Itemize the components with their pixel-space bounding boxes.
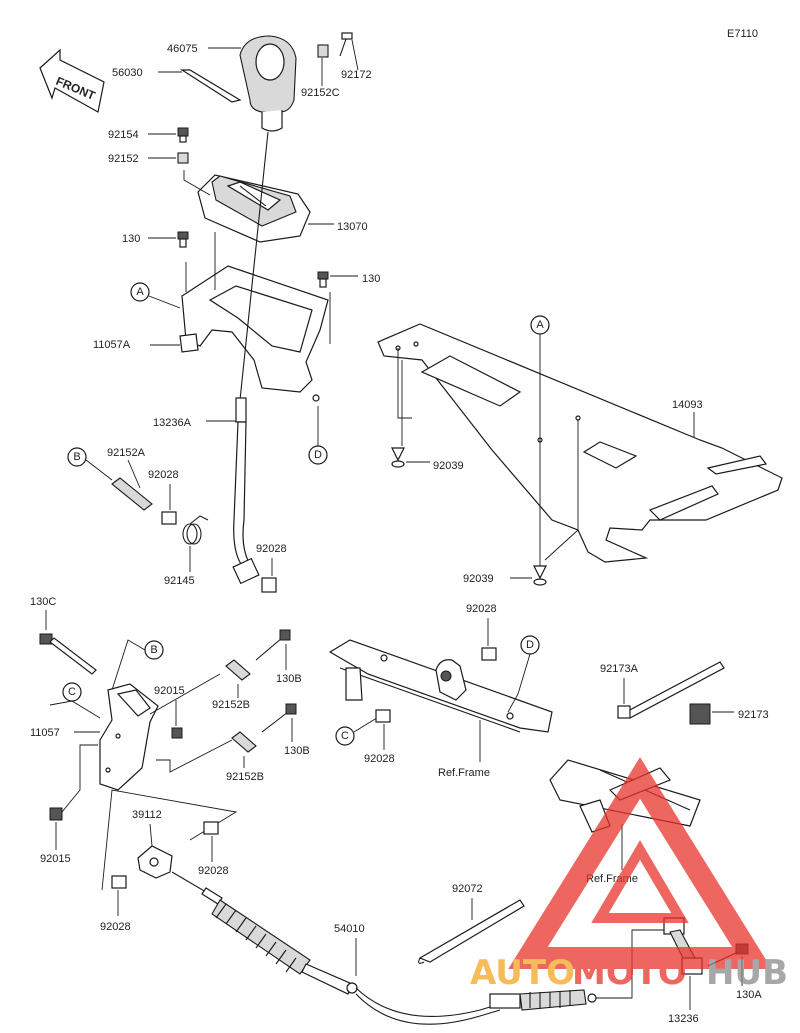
svg-text:D: D [526, 639, 534, 651]
bolt-130B-a [255, 629, 291, 661]
label-11057A: 11057A [93, 339, 131, 351]
ref-frame-center [328, 639, 553, 733]
bolt-130-left [177, 231, 189, 248]
label-92145: 92145 [164, 575, 195, 587]
label-92039-b: 92039 [463, 573, 494, 585]
collar-92152A [111, 477, 153, 511]
label-92015-a: 92015 [154, 685, 185, 697]
label-92028-e: 92028 [466, 603, 497, 615]
clip-92039-a [391, 447, 405, 468]
bolt-92172 [339, 32, 353, 57]
label-92028-d: 92028 [100, 921, 131, 933]
bracket-11057 [99, 683, 159, 791]
watermark-auto: AUTO [470, 953, 575, 993]
label-92152B-a: 92152B [212, 699, 250, 711]
ref-mark-b1: B [67, 447, 87, 467]
label-92028-a: 92028 [148, 469, 179, 481]
front-arrow-icon: FRONT [39, 48, 105, 113]
cable-54010 [171, 871, 597, 1025]
label-13236: 13236 [668, 1013, 699, 1025]
label-92039-a: 92039 [433, 460, 464, 472]
label-92154: 92154 [108, 129, 139, 141]
bolt-130C [39, 633, 97, 675]
collar-92152B-a [225, 659, 251, 681]
bolt-130B-b [261, 703, 297, 733]
shift-lever-13236A [232, 131, 269, 585]
diagram-code: E7110 [727, 28, 758, 40]
label-92152A: 92152A [107, 447, 146, 459]
band-92072 [418, 899, 525, 964]
collar-92152C [317, 44, 329, 58]
ref-mark-a1: A [130, 282, 150, 302]
bush-92028-d [111, 875, 127, 889]
label-130-right: 130 [362, 273, 380, 285]
bolt-92154 [177, 127, 189, 143]
label-13070: 13070 [337, 221, 368, 233]
clip-92039-b [533, 565, 547, 586]
label-92152C: 92152C [301, 87, 340, 99]
label-92028-b: 92028 [256, 543, 287, 555]
label-92152: 92152 [108, 153, 139, 165]
svg-text:C: C [341, 730, 349, 742]
spring-92145 [182, 515, 209, 545]
ref-mark-a2: A [530, 315, 550, 335]
watermark-triangle-icon [508, 757, 772, 969]
ref-mark-d1: D [308, 445, 328, 465]
bush-92028-f [375, 709, 391, 723]
bracket-11057A [179, 265, 329, 402]
svg-text:C: C [68, 686, 76, 698]
watermark-hub: HUB [706, 953, 788, 993]
bush-92028-c [203, 821, 219, 835]
label-130-left: 130 [122, 233, 140, 245]
ref-mark-c2: C [335, 726, 355, 746]
svg-text:D: D [314, 449, 322, 461]
label-56030: 56030 [112, 67, 143, 79]
label-92072: 92072 [452, 883, 483, 895]
ref-mark-d2: D [520, 635, 540, 655]
floor-mat-14093 [377, 323, 783, 563]
label-54010: 54010 [334, 923, 365, 935]
nut-92015-b [49, 807, 63, 821]
label-13236A: 13236A [153, 417, 192, 429]
clamp-92173 [689, 703, 711, 725]
band-92173A [617, 661, 725, 719]
watermark-moto: MOTO [572, 953, 687, 993]
shift-knob [239, 35, 297, 132]
collar-92152 [177, 152, 189, 164]
svg-text:A: A [136, 286, 144, 298]
label-92173: 92173 [738, 709, 769, 721]
nut-92015-a [171, 727, 183, 739]
label-92015-b: 92015 [40, 853, 71, 865]
label-92172: 92172 [341, 69, 372, 81]
bush-92028-a [161, 511, 177, 525]
bolt-130-right [317, 271, 329, 288]
label-130B-b: 130B [284, 745, 310, 757]
label-92173A: 92173A [600, 663, 639, 675]
label-11057: 11057 [30, 727, 60, 739]
label-92152B-b: 92152B [226, 771, 264, 783]
label-39112: 39112 [132, 809, 162, 821]
svg-text:A: A [536, 319, 544, 331]
label-130A: 130A [736, 989, 762, 1001]
collar-92152B-b [231, 731, 257, 753]
joint-39112 [137, 845, 173, 879]
shift-guide-13070 [197, 174, 311, 243]
label-130B-a: 130B [276, 673, 302, 685]
ref-frame-label-1: Ref.Frame [438, 767, 490, 779]
ref-mark-c1: C [62, 682, 82, 702]
ref-mark-b2: B [144, 640, 164, 660]
label-14093: 14093 [672, 399, 703, 411]
label-130C: 130C [30, 596, 56, 608]
bush-92028-b [261, 577, 277, 593]
watermark-logo: AUTO MOTO HUB [470, 757, 788, 993]
label-46075: 46075 [167, 43, 198, 55]
label-92028-c: 92028 [198, 865, 229, 877]
label-92028-f: 92028 [364, 753, 395, 765]
bush-92028-e [481, 647, 497, 661]
svg-text:B: B [73, 451, 80, 463]
svg-text:B: B [150, 644, 157, 656]
plate-56030 [179, 69, 242, 103]
